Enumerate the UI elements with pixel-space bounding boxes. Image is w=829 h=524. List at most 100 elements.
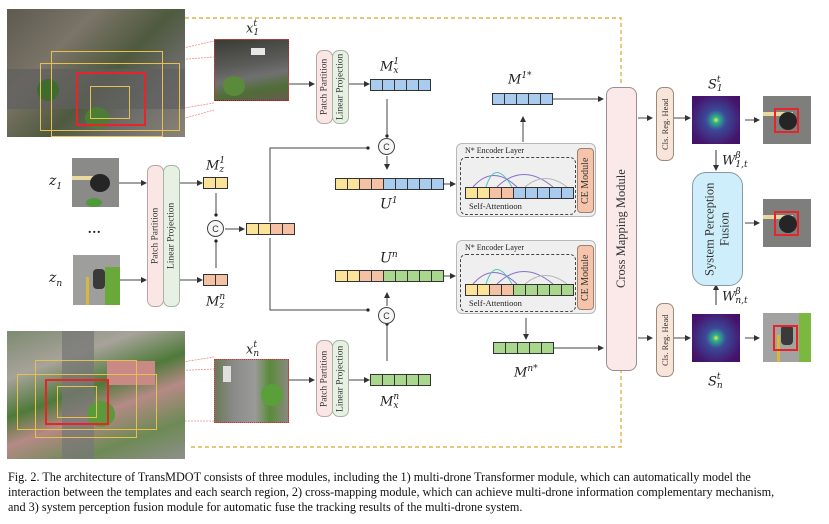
search-crop-n <box>214 359 289 423</box>
template-1-tokens <box>203 177 228 189</box>
self-attention-label: Self-Attentioon <box>469 298 522 308</box>
roof <box>107 361 155 385</box>
linear-projection-block-search-1: Linear Projection <box>332 50 349 124</box>
tree <box>37 79 59 101</box>
template-n-image <box>73 255 120 305</box>
linear-projection-block-template: Linear Projection <box>163 165 180 307</box>
un-tokens <box>335 270 444 282</box>
patch-partition-block-search-n: Patch Partition <box>316 340 333 417</box>
search-region-box <box>51 51 163 137</box>
patch-partition-block-search-1: Patch Partition <box>316 50 333 124</box>
car <box>223 366 231 382</box>
encoder-layer-1: N* Encoder Layer Self-Attentioon CE Modu… <box>456 143 596 217</box>
target-box <box>90 86 130 119</box>
caption-line: interaction between the templates and ea… <box>8 485 775 499</box>
feedback-dashed-loop <box>185 17 622 86</box>
mnstar-tokens <box>493 342 554 354</box>
search-region-box <box>40 63 180 131</box>
crop-box <box>76 72 146 126</box>
crop-box <box>45 379 109 425</box>
score-map-n <box>692 314 740 362</box>
caption-line: and 3) system perception fusion module f… <box>8 500 523 514</box>
cls-reg-head-n: Cls. Reg. Head <box>656 303 674 377</box>
tracking-result-n <box>763 313 811 362</box>
self-attention-label: Self-Attentioon <box>469 201 522 211</box>
target-object <box>90 174 110 192</box>
encoder-tokens <box>465 187 574 199</box>
token <box>282 223 295 235</box>
score-map-1 <box>692 96 740 144</box>
tracking-result-1 <box>763 96 811 144</box>
cls-reg-head-1: Cls. Reg. Head <box>656 87 674 161</box>
token <box>541 342 554 354</box>
bounding-box <box>773 325 798 351</box>
search-1-tokens <box>370 79 431 91</box>
plant <box>105 267 120 305</box>
drone-1-search-frame <box>7 9 185 137</box>
concat-node-1: C <box>378 138 395 155</box>
target-object <box>93 269 105 289</box>
patch-partition-block-template: Patch Partition <box>147 165 164 307</box>
token <box>418 374 431 386</box>
bounding-box <box>774 108 799 133</box>
bar <box>763 112 793 116</box>
token <box>215 177 228 189</box>
concat-node-n: C <box>378 307 395 324</box>
plant <box>86 198 102 207</box>
ce-module-n: CE Module <box>577 245 594 310</box>
ellipsis: ... <box>88 222 102 237</box>
m1star-label: M1* <box>508 71 532 88</box>
ce-module-1: CE Module <box>577 148 594 213</box>
encoder-layer-n: N* Encoder Layer Self-Attentioon CE Modu… <box>456 240 596 314</box>
bar <box>763 215 793 219</box>
token <box>418 79 431 91</box>
template-n-tokens <box>203 274 228 286</box>
u1-tokens <box>335 178 444 190</box>
yellow-line <box>86 277 89 305</box>
token <box>561 284 574 296</box>
un-label: Un <box>380 250 398 267</box>
attention-arcs <box>472 269 568 285</box>
tree <box>223 76 245 96</box>
template-1-image <box>72 158 119 207</box>
search-region-box <box>17 374 157 430</box>
bounding-box <box>774 211 799 236</box>
template-1-label: z1 <box>49 173 63 192</box>
search-crop-1 <box>214 39 289 101</box>
template-concat-tokens <box>246 223 295 235</box>
yellow-line <box>777 335 780 362</box>
encoder-title: N* Encoder Layer <box>465 146 525 155</box>
token <box>540 93 553 105</box>
encoder-title: N* Encoder Layer <box>465 243 525 252</box>
tree <box>261 384 283 406</box>
u1-label: U1 <box>380 196 398 213</box>
tree <box>87 401 115 427</box>
target-object <box>779 112 797 130</box>
fused-tracking-result <box>763 199 811 247</box>
bar <box>72 176 100 180</box>
target-object <box>779 215 797 233</box>
target-object <box>781 325 793 345</box>
caption-line: Fig. 2. The architecture of TransMDOT co… <box>8 470 751 484</box>
token <box>431 270 444 282</box>
concat-node-template: C <box>207 220 224 237</box>
attention-arcs <box>472 172 568 188</box>
cross-mapping-module: Cross Mapping Module <box>606 87 637 371</box>
mnstar-label: Mn* <box>514 364 538 381</box>
m1star-tokens <box>492 93 553 105</box>
linear-projection-block-search-n: Linear Projection <box>332 340 349 417</box>
search-region-box <box>35 360 137 438</box>
plant <box>799 313 811 362</box>
car <box>251 48 265 55</box>
template-n-label: zn <box>49 270 63 289</box>
